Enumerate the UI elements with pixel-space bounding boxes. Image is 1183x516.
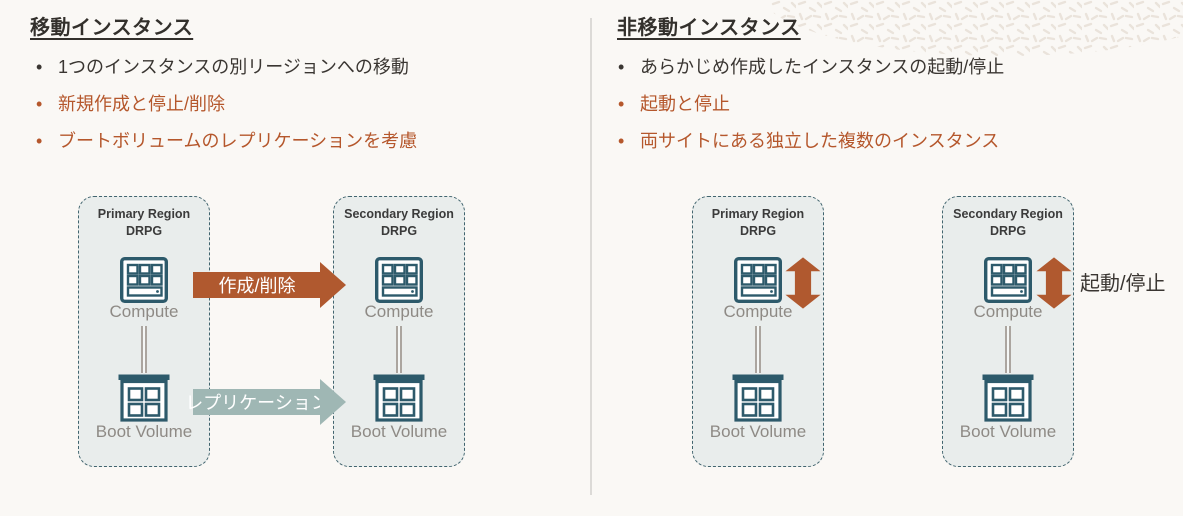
connector-line [141, 326, 147, 373]
bullet-item: ブートボリュームのレプリケーションを考慮 [32, 123, 417, 160]
region-name: Secondary Region [344, 207, 454, 221]
create-delete-arrow: 作成/削除 [193, 262, 346, 308]
compute-icon [984, 257, 1032, 308]
replication-arrow: レプリケーション [185, 379, 346, 425]
compute-label: Compute [723, 302, 793, 321]
arrow-label: 作成/削除 [193, 272, 321, 298]
boot-volume-icon [982, 372, 1034, 427]
compute-icon [734, 257, 782, 308]
start-stop-arrow-icon [1036, 257, 1072, 309]
compute-label: Compute [109, 302, 179, 321]
arrow-label: レプリケーション [185, 389, 329, 415]
right-secondary-region-box: Secondary Region DRPG Compute [942, 196, 1074, 467]
right-bullet-list: あらかじめ作成したインスタンスの起動/停止 起動と停止 両サイトにある独立した複… [614, 49, 1004, 160]
compute-label: Compute [364, 302, 434, 321]
region-title: Secondary Region DRPG [334, 197, 464, 239]
decorative-texture [770, 0, 1183, 56]
region-name: Secondary Region [953, 207, 1063, 221]
region-name: Primary Region [97, 207, 191, 221]
bullet-item: あらかじめ作成したインスタンスの起動/停止 [614, 49, 1004, 86]
boot-volume-icon [373, 372, 425, 427]
compute-label: Compute [973, 302, 1043, 321]
bullet-item: 新規作成と停止/削除 [32, 86, 417, 123]
left-primary-region-box: Primary Region DRPG Compute [78, 196, 210, 467]
boot-volume-label: Boot Volume [350, 422, 448, 441]
region-group: DRPG [125, 223, 163, 238]
right-section-title: 非移動インスタンス [617, 17, 801, 39]
boot-volume-icon [118, 372, 170, 427]
boot-volume-label: Boot Volume [95, 422, 193, 441]
region-title: Primary Region DRPG [79, 197, 209, 239]
section-divider [590, 18, 592, 495]
arrow-head-icon [320, 379, 346, 425]
start-stop-label: 起動/停止 [1080, 273, 1166, 295]
compute-icon [120, 257, 168, 308]
bullet-item: 起動と停止 [614, 86, 1004, 123]
region-title: Primary Region DRPG [693, 197, 823, 239]
right-primary-region-box: Primary Region DRPG Compute [692, 196, 824, 467]
boot-volume-label: Boot Volume [959, 422, 1057, 441]
start-stop-arrow-icon [785, 257, 821, 309]
connector-line [396, 326, 402, 373]
region-group: DRPG [380, 223, 418, 238]
connector-line [1005, 326, 1011, 373]
boot-volume-icon [732, 372, 784, 427]
boot-volume-label: Boot Volume [709, 422, 807, 441]
region-group: DRPG [739, 223, 777, 238]
left-secondary-region-box: Secondary Region DRPG Compute [333, 196, 465, 467]
bullet-item: 両サイトにある独立した複数のインスタンス [614, 123, 1004, 160]
left-bullet-list: 1つのインスタンスの別リージョンへの移動 新規作成と停止/削除 ブートボリューム… [32, 49, 417, 160]
arrow-head-icon [320, 262, 346, 308]
compute-icon [375, 257, 423, 308]
connector-line [755, 326, 761, 373]
bullet-item: 1つのインスタンスの別リージョンへの移動 [32, 49, 417, 86]
region-group: DRPG [989, 223, 1027, 238]
region-title: Secondary Region DRPG [943, 197, 1073, 239]
left-section-title: 移動インスタンス [30, 17, 194, 39]
region-name: Primary Region [711, 207, 805, 221]
